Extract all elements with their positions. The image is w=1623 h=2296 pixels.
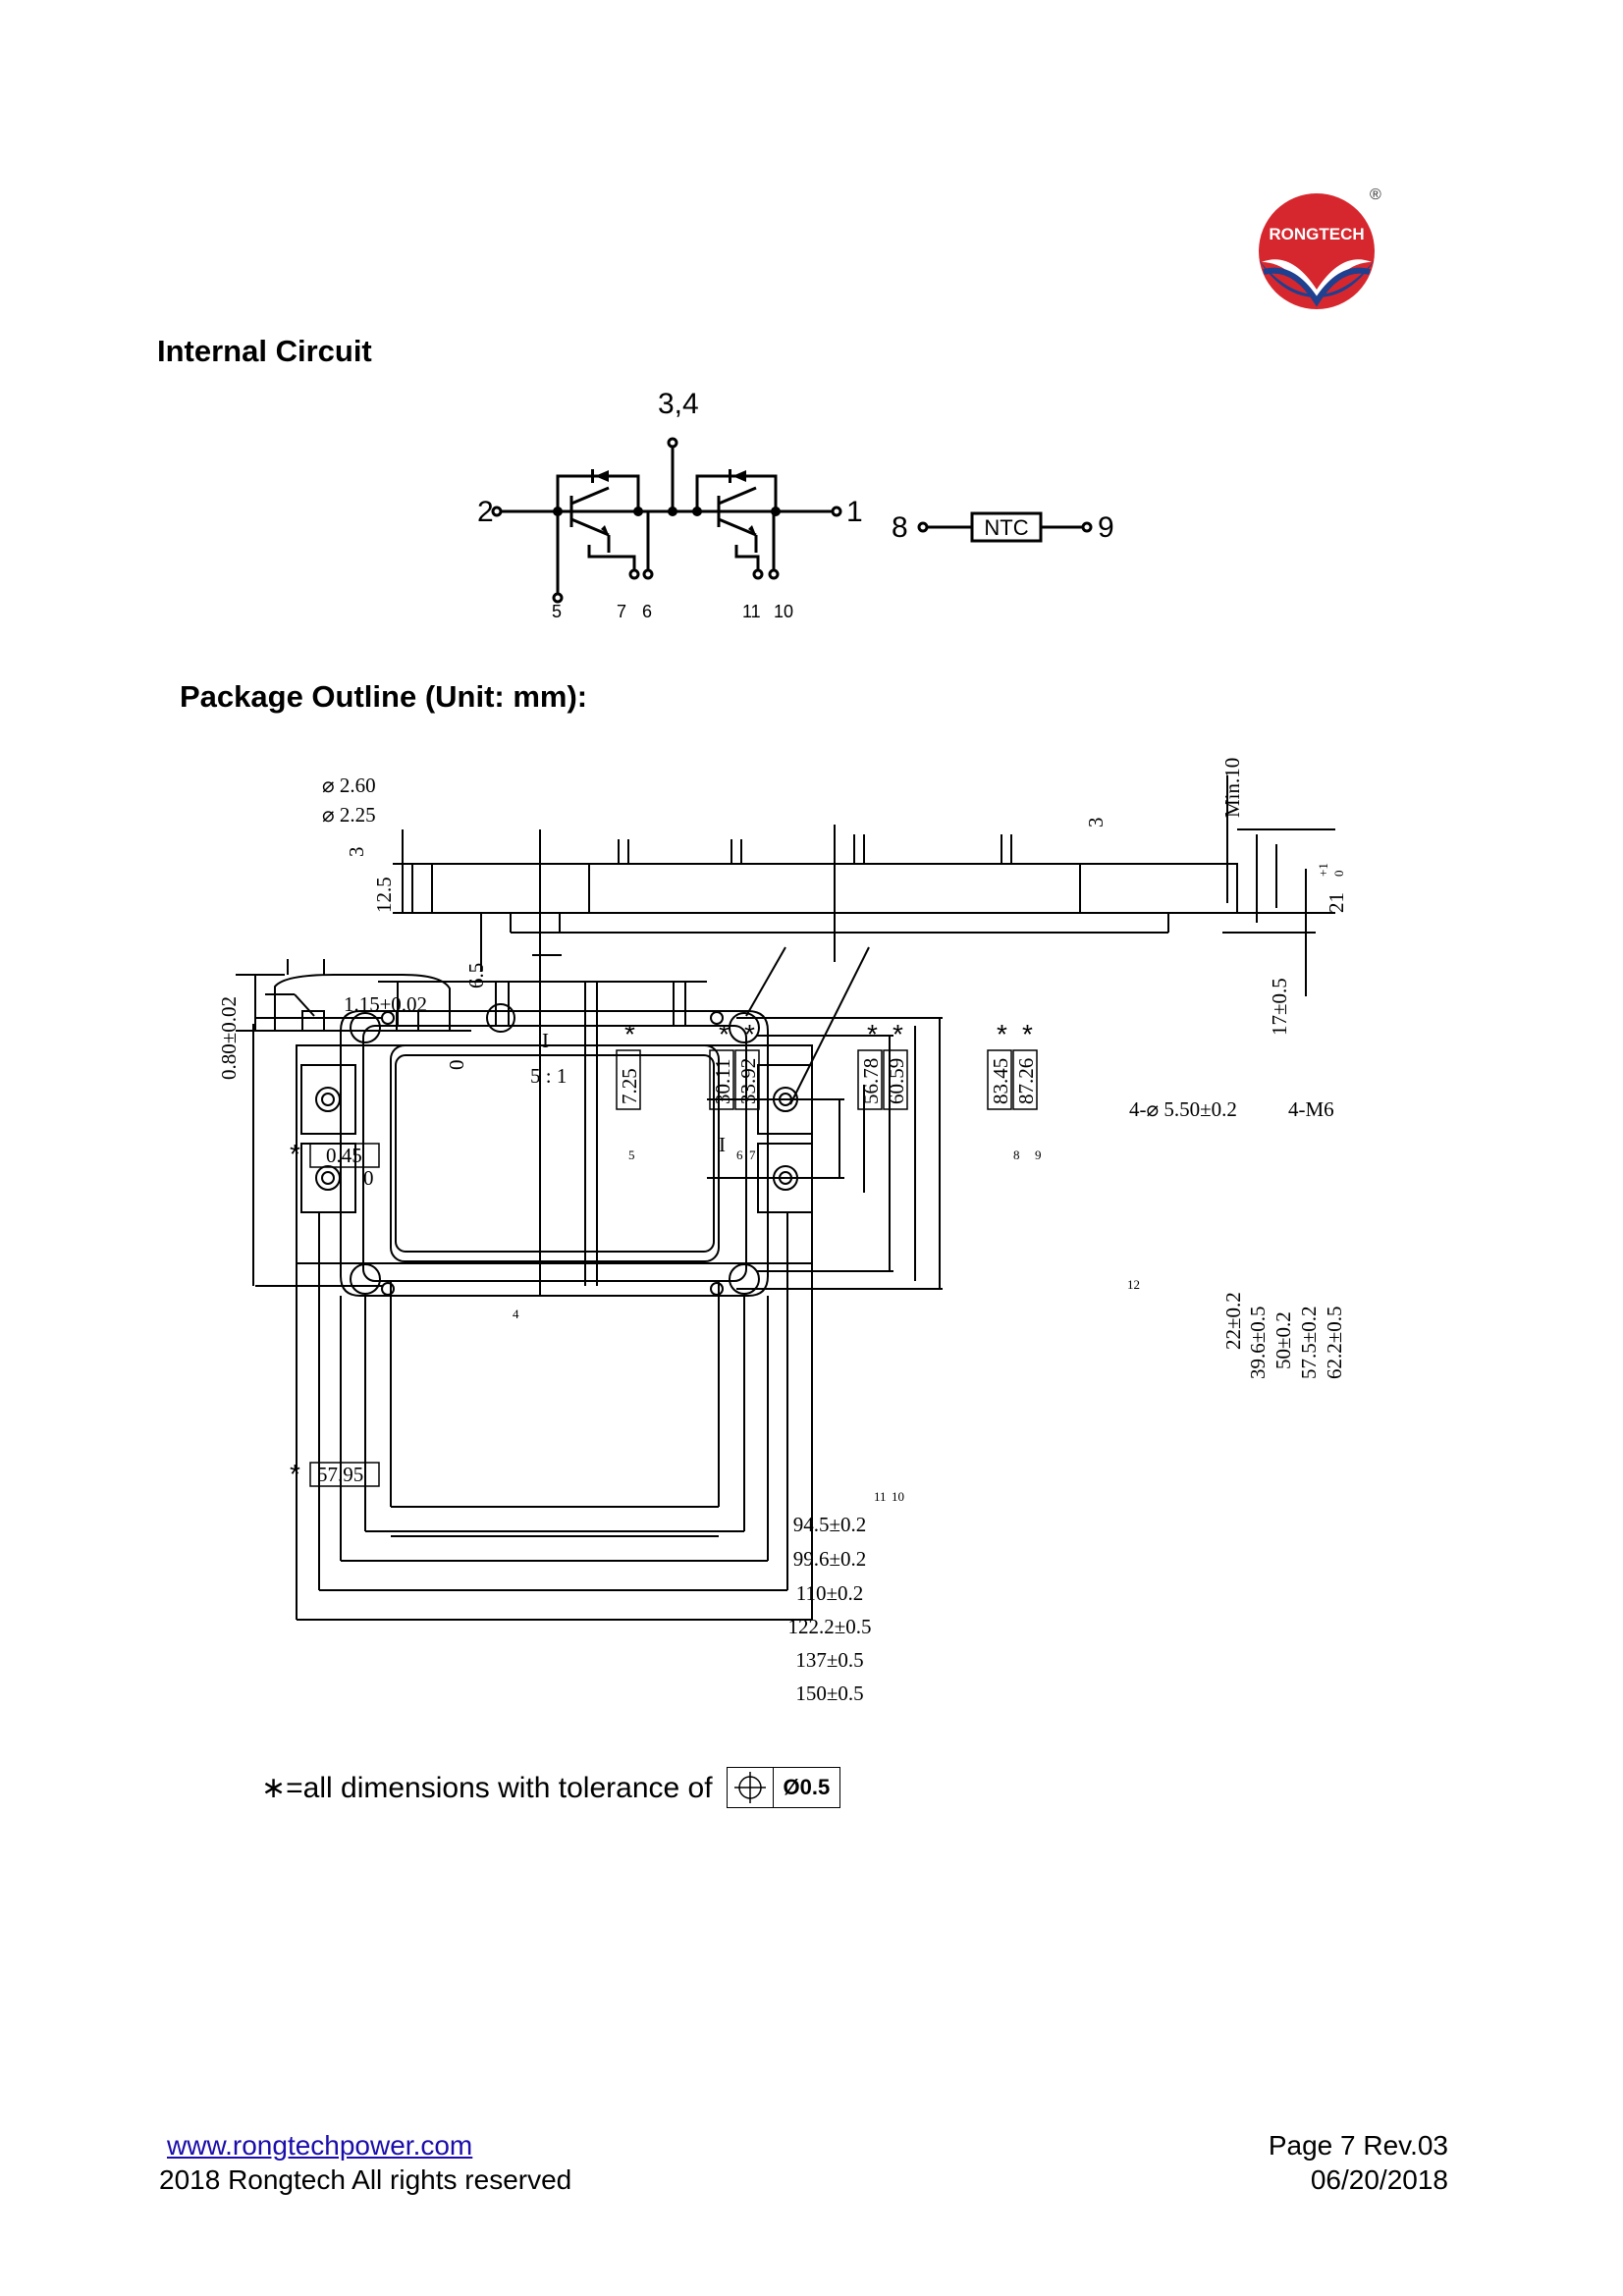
registered-mark: ®: [1370, 187, 1381, 203]
svg-text:60.59: 60.59: [885, 1058, 908, 1104]
svg-text:7.25: 7.25: [618, 1068, 641, 1104]
dim-width-94-5: 94.5±0.2: [793, 1513, 867, 1536]
tolerance-frame: Ø0.5: [726, 1767, 841, 1808]
dim-height-21: 21: [1325, 892, 1348, 913]
dim-m6-threads: 4-M6: [1288, 1097, 1334, 1121]
bottom-pin-10: 10: [892, 1489, 904, 1504]
asterisk-87-26: *: [1022, 1019, 1033, 1049]
dim-pin-0-80: 0.80±0.02: [217, 996, 241, 1080]
dim-height-3-right: 3: [1084, 818, 1108, 828]
pin-position-83-45: 83.45: [987, 1049, 1012, 1110]
top-pin-5: 5: [628, 1148, 635, 1162]
detail-scale: 5 : 1: [530, 1064, 567, 1088]
svg-text:33.92: 33.92: [736, 1058, 760, 1104]
asterisk-57-95: *: [290, 1459, 300, 1489]
dim-diameter-260: ⌀ 2.60: [322, 774, 376, 797]
dim-width-99-6: 99.6±0.2: [793, 1547, 867, 1571]
svg-text:57.95: 57.95: [317, 1463, 363, 1486]
pin-position-60-59: 60.59: [883, 1049, 908, 1110]
pin-9-label: 9: [1098, 511, 1114, 544]
dim-height-21-tol-bottom: 0: [1331, 871, 1346, 878]
package-outline-heading: Package Outline (Unit: mm):: [180, 679, 588, 714]
tolerance-value: Ø0.5: [783, 1775, 831, 1799]
dim-diameter-225: ⌀ 2.25: [322, 803, 376, 827]
top-pin-9: 9: [1035, 1148, 1042, 1162]
asterisk-33-92: *: [744, 1019, 755, 1049]
asterisk-56-78: *: [867, 1019, 878, 1049]
dim-width-122-2: 122.2±0.5: [787, 1615, 871, 1638]
pin-7-label: 7: [617, 602, 626, 621]
pin-11-label: 11: [742, 602, 761, 621]
page-revision: Page 7 Rev.03: [1268, 2130, 1448, 2161]
y-position-0-45: 0.45: [309, 1143, 380, 1168]
dim-mounting-holes: 4-⌀ 5.50±0.2: [1129, 1097, 1237, 1121]
pin-5-label: 5: [552, 602, 562, 621]
dim-vertical-50: 50±0.2: [1271, 1311, 1295, 1369]
dim-height-6-5: 6.5: [464, 963, 488, 988]
svg-text:83.45: 83.45: [989, 1058, 1012, 1104]
dim-zero-x: 0: [445, 1060, 468, 1071]
svg-text:0.45: 0.45: [326, 1144, 362, 1167]
dim-vertical-62-2: 62.2±0.5: [1323, 1306, 1346, 1379]
detail-label-I: I: [542, 1029, 549, 1052]
dim-zero-y: 0: [363, 1166, 374, 1190]
dim-height-21-tol-top: +1: [1316, 863, 1330, 877]
dim-height-3-left: 3: [345, 847, 368, 858]
pin-position-56-78: 56.78: [857, 1049, 883, 1110]
dim-vertical-57-5: 57.5±0.2: [1297, 1306, 1321, 1379]
detail-marker-I: I: [719, 1133, 726, 1156]
ntc-label: NTC: [984, 515, 1028, 540]
internal-circuit-diagram: 3,4 2 1 5 7 6 11 10 8 9 NTC: [477, 388, 1114, 621]
pin-2-label: 2: [477, 496, 494, 528]
asterisk-30-11: *: [719, 1019, 730, 1049]
dim-min10: Min.10: [1220, 758, 1244, 818]
asterisk-7-25: *: [624, 1019, 635, 1049]
dim-vertical-39-6: 39.6±0.5: [1246, 1306, 1270, 1379]
svg-text:87.26: 87.26: [1014, 1058, 1038, 1104]
side-pin-12: 12: [1127, 1277, 1140, 1292]
dim-pin-1-15: 1.15±0.02: [344, 992, 427, 1016]
rongtech-logo: RONGTECH ®: [1259, 187, 1381, 309]
dim-height-12-5: 12.5: [372, 877, 396, 913]
pin-10-label: 10: [774, 602, 793, 621]
tolerance-note-text: ∗=all dimensions with tolerance of: [261, 1771, 713, 1804]
internal-circuit-heading: Internal Circuit: [157, 334, 372, 368]
svg-text:56.78: 56.78: [859, 1058, 883, 1104]
dim-width-137: 137±0.5: [795, 1648, 863, 1672]
top-pin-6: 6: [736, 1148, 743, 1162]
dim-vertical-22: 22±0.2: [1221, 1292, 1245, 1350]
side-pin-4: 4: [513, 1307, 519, 1321]
pin-position-30-11: 30.11: [709, 1049, 734, 1110]
package-outline-drawing: ⌀ 2.60 ⌀ 2.25 Min.10 3 3 12.5 21 +1 0 6.…: [217, 758, 1348, 1705]
svg-text:30.11: 30.11: [711, 1059, 734, 1104]
dim-height-17: 17±0.5: [1268, 978, 1291, 1036]
website-link[interactable]: www.rongtechpower.com: [167, 2130, 473, 2161]
asterisk-0-45: *: [290, 1139, 300, 1169]
position-tolerance-icon: [733, 1768, 774, 1807]
pin-position-7-25: 7.25: [616, 1049, 641, 1110]
pin-1-label: 1: [846, 496, 863, 528]
dim-width-110: 110±0.2: [796, 1581, 864, 1605]
y-position-57-95: 57.95: [309, 1462, 380, 1487]
top-pin-7: 7: [749, 1148, 756, 1162]
copyright-text: 2018 Rongtech All rights reserved: [159, 2164, 572, 2195]
asterisk-83-45: *: [997, 1019, 1007, 1049]
logo-text: RONGTECH: [1269, 225, 1364, 243]
pin-8-label: 8: [892, 511, 908, 544]
bottom-pin-11: 11: [874, 1489, 887, 1504]
top-pin-8: 8: [1013, 1148, 1020, 1162]
pin-position-87-26: 87.26: [1012, 1049, 1038, 1110]
pin-position-33-92: 33.92: [734, 1049, 760, 1110]
pin-6-label: 6: [642, 602, 652, 621]
pin-3-4-label: 3,4: [658, 388, 699, 420]
dim-width-150: 150±0.5: [795, 1682, 863, 1705]
tolerance-note: ∗=all dimensions with tolerance of Ø0.5: [261, 1765, 841, 1810]
asterisk-60-59: *: [893, 1019, 903, 1049]
document-date: 06/20/2018: [1310, 2164, 1448, 2195]
